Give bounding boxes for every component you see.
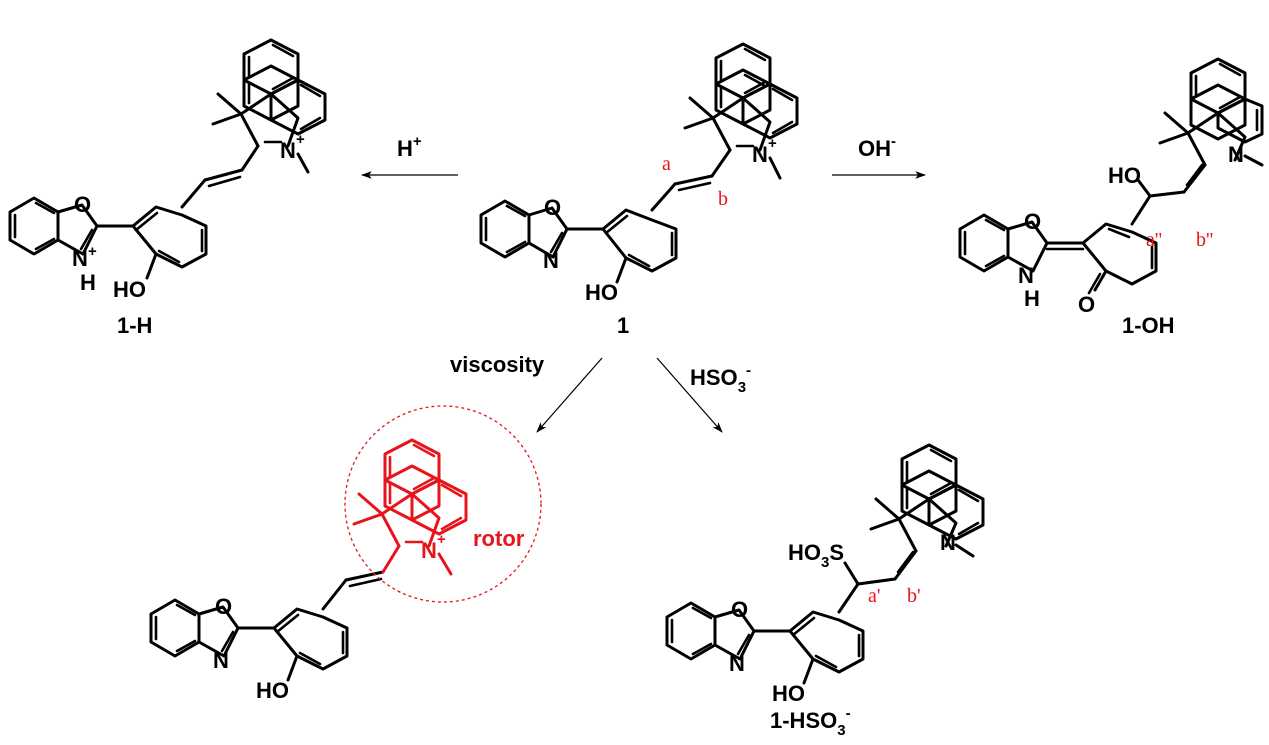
svg-text:O: O bbox=[1024, 209, 1041, 234]
svg-text:b: b bbox=[718, 188, 728, 210]
svg-text:O: O bbox=[215, 594, 232, 619]
svg-text:N: N bbox=[280, 138, 296, 163]
svg-text:+: + bbox=[296, 131, 305, 148]
arrow-to-viscosity bbox=[536, 357, 603, 433]
compound-name-1-H: 1-H bbox=[117, 313, 152, 338]
svg-text:HO: HO bbox=[772, 681, 805, 706]
svg-text:+: + bbox=[437, 531, 446, 548]
arrow-to-1-HSO3 bbox=[656, 357, 723, 433]
svg-text:N: N bbox=[421, 538, 437, 563]
svg-text:N: N bbox=[1018, 263, 1034, 288]
rotor-highlight-circle bbox=[344, 405, 542, 603]
svg-text:N: N bbox=[729, 651, 745, 676]
svg-text:a: a bbox=[662, 153, 671, 175]
svg-text:H: H bbox=[80, 270, 96, 295]
structure-1-OH: O N H O HO a'' b'' N bbox=[958, 57, 1264, 317]
reagent-acid: H+ bbox=[397, 133, 422, 161]
svg-text:b'': b'' bbox=[1196, 229, 1213, 251]
svg-text:+: + bbox=[88, 243, 97, 260]
compound-name-1: 1 bbox=[617, 313, 629, 338]
compound-name-1-HSO3: 1-HSO3- bbox=[770, 705, 851, 739]
svg-text:HO: HO bbox=[585, 280, 618, 305]
svg-text:O: O bbox=[731, 597, 748, 622]
structure-1-HSO3: O N HO HO3S a' b' N bbox=[665, 443, 985, 706]
svg-text:b': b' bbox=[907, 585, 921, 607]
svg-text:N: N bbox=[72, 246, 88, 271]
svg-text:a'': a'' bbox=[1146, 229, 1162, 251]
svg-text:O: O bbox=[544, 195, 561, 220]
reagent-bisulfite: HSO3- bbox=[690, 362, 751, 396]
svg-text:H: H bbox=[1024, 286, 1040, 311]
reaction-arrows bbox=[360, 171, 927, 433]
compound-name-1-OH: 1-OH bbox=[1122, 313, 1175, 338]
svg-text:O: O bbox=[74, 192, 91, 217]
svg-text:N: N bbox=[1228, 142, 1244, 167]
reagent-viscosity: viscosity bbox=[450, 352, 545, 377]
svg-text:HO3S: HO3S bbox=[788, 540, 844, 571]
structure-1-H: O N + H HO N + bbox=[8, 38, 327, 302]
structure-1: O N HO a b N + bbox=[479, 42, 799, 305]
svg-text:N: N bbox=[752, 142, 768, 167]
svg-text:N: N bbox=[543, 248, 559, 273]
reagent-base: OH- bbox=[858, 133, 896, 161]
svg-text:N: N bbox=[213, 648, 229, 673]
svg-text:HO: HO bbox=[113, 277, 146, 302]
svg-text:HO: HO bbox=[256, 678, 289, 703]
svg-text:a': a' bbox=[868, 585, 880, 607]
svg-text:HO: HO bbox=[1108, 163, 1141, 188]
rotor-label: rotor bbox=[473, 526, 525, 551]
svg-text:+: + bbox=[768, 135, 777, 152]
svg-text:O: O bbox=[1078, 292, 1095, 317]
structure-viscosity: O N HO N + rotor bbox=[149, 405, 542, 703]
